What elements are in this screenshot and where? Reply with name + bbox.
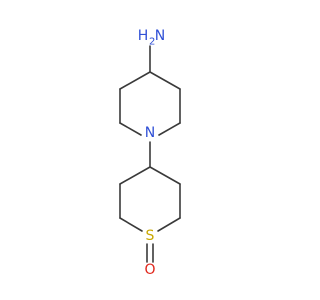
amine-hydrogen-count: 2 (149, 37, 155, 48)
bond-pip-c5-c4 (149, 71, 181, 90)
chemical-structure-diagram: H 2 N N S O (119, 28, 181, 278)
bond-thi-c4-c3 (149, 166, 181, 185)
bond-pip-n1-c6 (158, 122, 181, 136)
amine-hydrogen-label: H (138, 28, 149, 44)
bond-pip-c2-n1 (119, 122, 142, 136)
amine-nitrogen-label: N (155, 28, 165, 44)
oxygen-label: O (144, 262, 155, 278)
atom-label-group: H 2 N N S O (138, 28, 166, 278)
sulfur-label: S (146, 228, 155, 244)
piperidine-nitrogen-label: N (145, 125, 155, 141)
bond-group (119, 45, 181, 263)
bond-thi-c2-s (157, 217, 181, 232)
bond-pip-c4-c3 (119, 71, 151, 90)
bond-thi-s-c6 (119, 217, 143, 232)
bond-thi-c5-c4 (119, 166, 151, 185)
